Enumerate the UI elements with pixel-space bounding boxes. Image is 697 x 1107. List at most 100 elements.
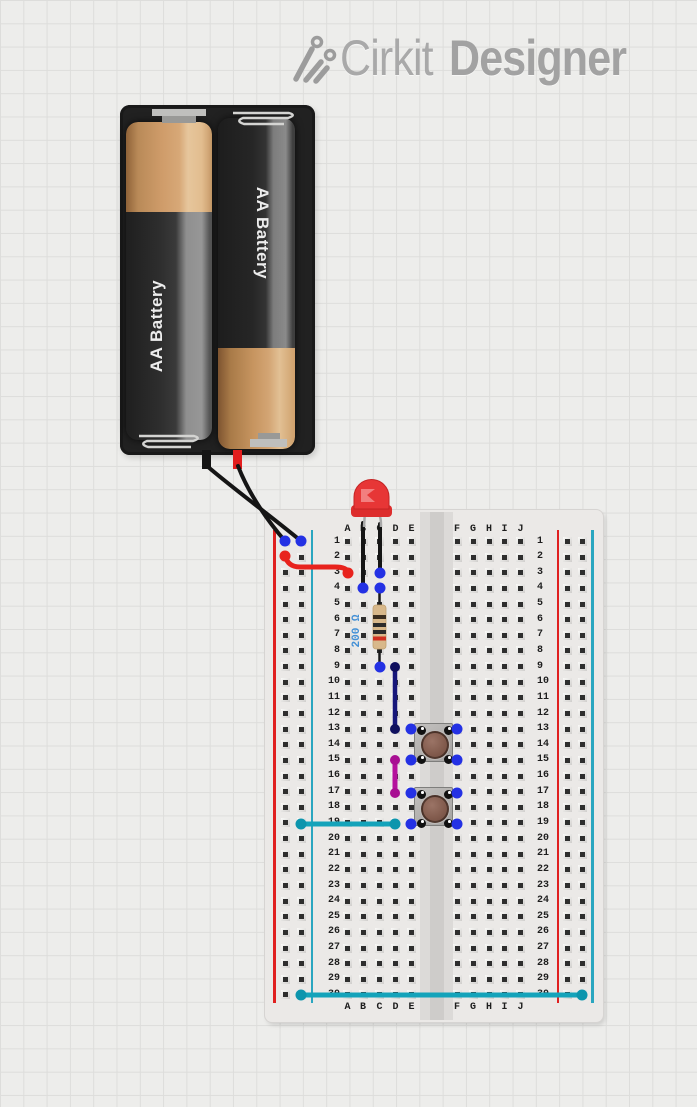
breadboard-hole[interactable] (280, 974, 290, 984)
breadboard-hole[interactable] (343, 693, 352, 703)
breadboard-hole[interactable] (484, 583, 494, 593)
breadboard-hole[interactable] (468, 959, 478, 969)
breadboard-hole[interactable] (407, 677, 416, 687)
breadboard-hole[interactable] (296, 724, 306, 734)
breadboard-hole[interactable] (468, 662, 478, 672)
breadboard-hole[interactable] (280, 834, 290, 844)
breadboard-hole[interactable] (296, 818, 306, 828)
breadboard-hole[interactable] (516, 693, 525, 703)
breadboard-hole[interactable] (343, 662, 352, 672)
breadboard-hole[interactable] (407, 896, 416, 906)
breadboard-hole[interactable] (577, 865, 587, 875)
breadboard-hole[interactable] (484, 849, 494, 859)
breadboard-hole[interactable] (407, 974, 416, 984)
breadboard-hole[interactable] (577, 974, 587, 984)
breadboard-hole[interactable] (484, 646, 494, 656)
breadboard-hole[interactable] (296, 537, 306, 546)
breadboard-hole[interactable] (343, 802, 352, 812)
breadboard-hole[interactable] (562, 537, 572, 546)
breadboard-hole[interactable] (343, 974, 352, 984)
breadboard-hole[interactable] (407, 740, 416, 750)
breadboard-hole[interactable] (452, 583, 462, 593)
breadboard-hole[interactable] (391, 927, 400, 937)
breadboard-hole[interactable] (468, 943, 478, 953)
breadboard-hole[interactable] (500, 912, 509, 922)
breadboard-hole[interactable] (452, 677, 462, 687)
breadboard-hole[interactable] (562, 802, 572, 812)
breadboard-hole[interactable] (452, 943, 462, 953)
breadboard-hole[interactable] (562, 740, 572, 750)
breadboard-hole[interactable] (452, 662, 462, 672)
breadboard-hole[interactable] (500, 677, 509, 687)
breadboard-hole[interactable] (484, 537, 494, 546)
breadboard-hole[interactable] (407, 912, 416, 922)
breadboard-hole[interactable] (391, 615, 400, 625)
breadboard-hole[interactable] (407, 881, 416, 890)
breadboard-hole[interactable] (407, 599, 416, 609)
breadboard-hole[interactable] (577, 537, 587, 546)
breadboard-hole[interactable] (516, 552, 525, 562)
breadboard-hole[interactable] (484, 599, 494, 609)
breadboard-hole[interactable] (358, 912, 368, 922)
breadboard-hole[interactable] (516, 927, 525, 937)
breadboard-hole[interactable] (577, 615, 587, 625)
breadboard-hole[interactable] (343, 849, 352, 859)
breadboard-hole[interactable] (343, 568, 352, 578)
breadboard-hole[interactable] (562, 599, 572, 609)
breadboard-hole[interactable] (407, 693, 416, 703)
breadboard-hole[interactable] (468, 912, 478, 922)
breadboard-hole[interactable] (484, 615, 494, 625)
breadboard-hole[interactable] (280, 943, 290, 953)
breadboard-hole[interactable] (500, 552, 509, 562)
breadboard-hole[interactable] (516, 630, 525, 640)
breadboard-hole[interactable] (343, 959, 352, 969)
breadboard-hole[interactable] (500, 881, 509, 890)
breadboard-hole[interactable] (375, 677, 384, 687)
breadboard-hole[interactable] (375, 912, 384, 922)
breadboard-hole[interactable] (358, 568, 368, 578)
breadboard-hole[interactable] (296, 990, 306, 1000)
breadboard-hole[interactable] (452, 646, 462, 656)
breadboard-hole[interactable] (516, 990, 525, 1000)
breadboard-hole[interactable] (343, 865, 352, 875)
breadboard-hole[interactable] (280, 912, 290, 922)
breadboard-hole[interactable] (468, 974, 478, 984)
breadboard-hole[interactable] (375, 583, 384, 593)
breadboard-hole[interactable] (452, 709, 462, 718)
breadboard-hole[interactable] (407, 771, 416, 781)
breadboard-hole[interactable] (562, 990, 572, 1000)
breadboard-hole[interactable] (500, 959, 509, 969)
breadboard-hole[interactable] (562, 943, 572, 953)
led-body[interactable] (353, 479, 390, 510)
breadboard-hole[interactable] (296, 927, 306, 937)
breadboard-hole[interactable] (358, 834, 368, 844)
breadboard-hole[interactable] (468, 787, 478, 797)
breadboard-hole[interactable] (391, 818, 400, 828)
breadboard-hole[interactable] (468, 709, 478, 718)
breadboard-hole[interactable] (280, 709, 290, 718)
breadboard-hole[interactable] (500, 583, 509, 593)
breadboard-hole[interactable] (516, 662, 525, 672)
breadboard-hole[interactable] (296, 802, 306, 812)
breadboard-hole[interactable] (468, 802, 478, 812)
breadboard-hole[interactable] (296, 959, 306, 969)
pushbutton-1[interactable] (414, 723, 453, 764)
breadboard-hole[interactable] (391, 568, 400, 578)
breadboard-hole[interactable] (375, 787, 384, 797)
breadboard-hole[interactable] (343, 834, 352, 844)
breadboard-hole[interactable] (516, 615, 525, 625)
breadboard-hole[interactable] (375, 615, 384, 625)
breadboard-hole[interactable] (516, 865, 525, 875)
breadboard-hole[interactable] (500, 630, 509, 640)
breadboard-hole[interactable] (343, 896, 352, 906)
breadboard-hole[interactable] (358, 896, 368, 906)
breadboard-hole[interactable] (375, 927, 384, 937)
breadboard-hole[interactable] (484, 771, 494, 781)
breadboard-hole[interactable] (375, 865, 384, 875)
breadboard-hole[interactable] (358, 818, 368, 828)
breadboard-hole[interactable] (296, 646, 306, 656)
breadboard-hole[interactable] (562, 693, 572, 703)
breadboard-hole[interactable] (577, 787, 587, 797)
breadboard-hole[interactable] (375, 599, 384, 609)
breadboard-hole[interactable] (280, 787, 290, 797)
